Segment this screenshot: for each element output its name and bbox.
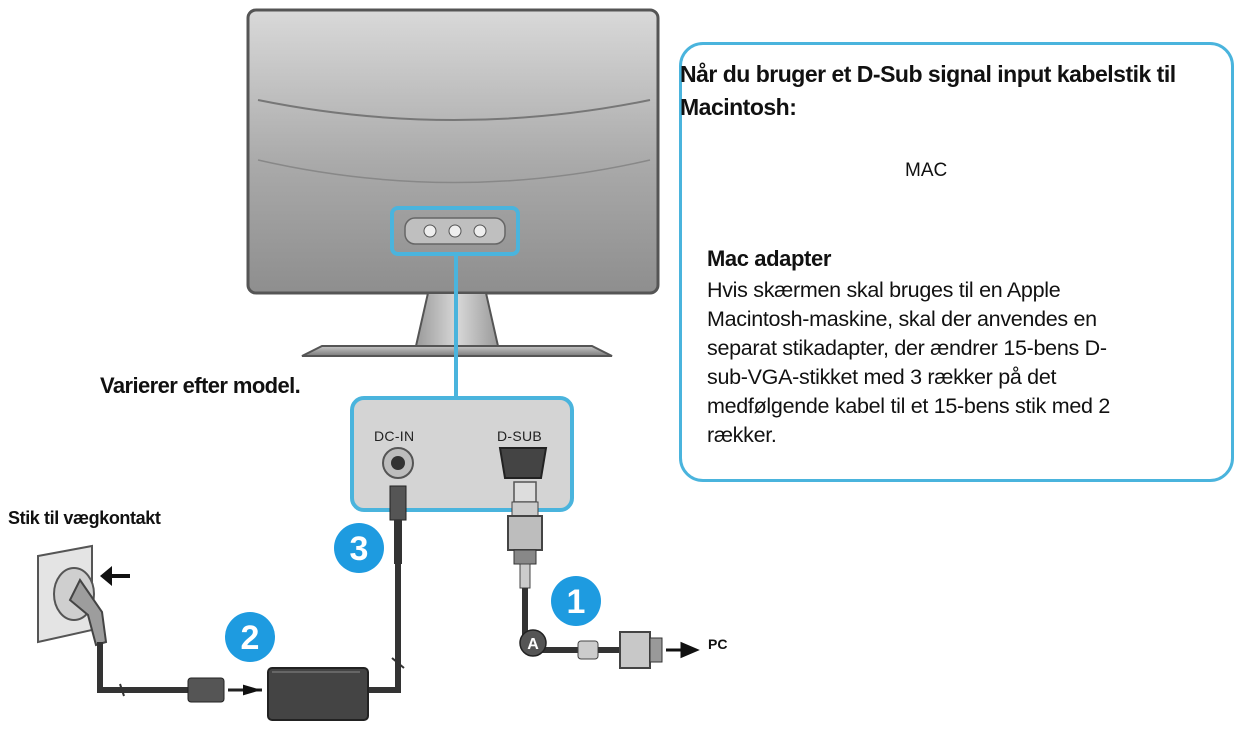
step-badge-3 bbox=[334, 523, 384, 573]
cable-marker-letter: A bbox=[527, 636, 539, 653]
monitor bbox=[246, 8, 660, 357]
dc-power-cable bbox=[368, 485, 407, 693]
wall-outlet bbox=[37, 544, 188, 697]
step-number-3: 3 bbox=[350, 530, 369, 568]
unplug-arrow-icon bbox=[100, 566, 130, 586]
step-number-2: 2 bbox=[241, 619, 260, 657]
mac-adapter-description: Hvis skærmen skal bruges til en Apple Ma… bbox=[707, 278, 1110, 447]
wall-plug-label: Stik til vægkontakt bbox=[8, 508, 161, 528]
port-panel bbox=[350, 396, 574, 512]
step-badges: 1 2 3 bbox=[225, 523, 601, 662]
variant-note: Varierer efter model. bbox=[100, 373, 301, 398]
step-badge-1 bbox=[551, 576, 601, 626]
port-label-d-sub: D-SUB bbox=[497, 428, 543, 444]
step-badge-2 bbox=[225, 612, 275, 662]
mac-label: MAC bbox=[905, 160, 948, 181]
d-sub-port bbox=[498, 447, 548, 479]
mac-info-box bbox=[679, 42, 1234, 482]
step-number-1: 1 bbox=[567, 583, 586, 621]
power-adapter bbox=[187, 657, 405, 721]
port-label-dc-in: DC-IN bbox=[374, 428, 415, 444]
mac-adapter-title: Mac adapter bbox=[707, 246, 831, 271]
mac-heading: Når du bruger et D-Sub signal input kabe… bbox=[680, 61, 1176, 120]
d-sub-cable bbox=[507, 501, 700, 669]
pc-label: PC bbox=[708, 636, 728, 652]
cable-marker-a: A bbox=[519, 629, 547, 657]
